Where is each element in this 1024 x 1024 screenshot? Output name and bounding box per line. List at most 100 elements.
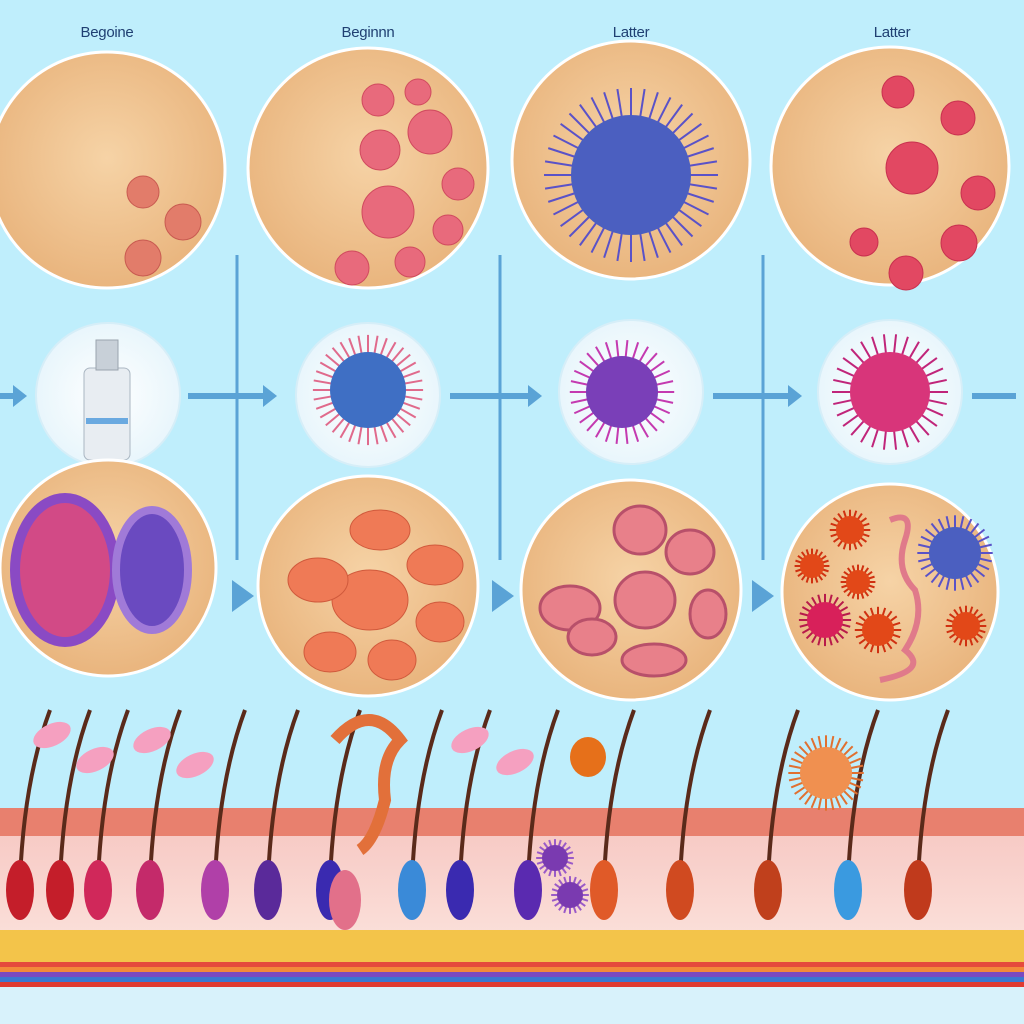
microbe: [854, 606, 902, 654]
arrow-head: [752, 580, 774, 612]
lesion: [885, 141, 939, 195]
lesion: [126, 175, 160, 209]
hair-shaft: [846, 709, 880, 881]
hair-follicle: [84, 709, 130, 920]
skin-patch: [0, 50, 227, 290]
lesion: [888, 255, 924, 291]
hair-shaft: [458, 709, 492, 881]
fat-layer: [0, 930, 1024, 964]
lesion: [359, 129, 401, 171]
lesion: [881, 75, 915, 109]
lesion: [688, 588, 728, 640]
stage-label-3: Latter: [612, 24, 650, 41]
hair-follicle: [201, 709, 247, 920]
microbe-body: [557, 882, 583, 908]
lesion: [394, 246, 426, 278]
hair-shaft: [148, 709, 182, 881]
hair-follicle: [136, 709, 182, 920]
hair-shaft: [526, 709, 560, 881]
lesion: [124, 239, 162, 277]
follicle-bulb: [136, 860, 164, 920]
lesion: [940, 100, 976, 136]
follicle-bulb: [254, 860, 282, 920]
follicle-bulb: [666, 860, 694, 920]
follicle-bulb: [834, 860, 862, 920]
microbe-body: [929, 527, 981, 579]
hair-shaft: [58, 709, 92, 881]
microbe: [829, 509, 871, 551]
microbe-body: [586, 356, 658, 428]
bottom-skin-circle-4: [780, 482, 1000, 702]
worm-parasite: [330, 714, 408, 855]
hair-follicle: [398, 709, 444, 920]
tissue-stripe: [0, 967, 1024, 972]
microbe: [945, 605, 987, 647]
follicle-bulb: [398, 860, 426, 920]
filament: [879, 514, 922, 683]
microbe: [794, 548, 830, 584]
lesion: [164, 203, 202, 241]
follicle-bulb: [754, 860, 782, 920]
microbe: [788, 735, 864, 811]
microbe-blue: [312, 334, 424, 446]
hair-follicle: [446, 709, 492, 920]
microbe: [551, 876, 589, 914]
microbe: [840, 564, 876, 600]
lesion: [664, 528, 716, 576]
arrow-head: [232, 580, 254, 612]
stage-label-1: Begoine: [80, 24, 134, 41]
hair-shaft: [213, 709, 247, 881]
lesion: [406, 544, 464, 586]
follicle-bulb: [6, 860, 34, 920]
top-skin-circle-1: [0, 50, 227, 290]
hair-follicle: [46, 709, 92, 920]
microbe-purple: [569, 339, 675, 445]
lesion: [287, 557, 349, 603]
arrow-head: [492, 580, 514, 612]
spore: [570, 737, 606, 777]
leaf: [76, 746, 114, 774]
lesion: [349, 509, 411, 551]
lesion: [441, 167, 475, 201]
microbe-body: [807, 602, 843, 638]
lesion: [367, 639, 417, 681]
follicle-bulb: [590, 860, 618, 920]
lesion: [361, 185, 415, 239]
lesion: [303, 631, 357, 673]
bottle-cap: [95, 339, 119, 371]
microbe: [917, 515, 993, 591]
leaf: [133, 726, 171, 754]
microbe: [798, 593, 852, 647]
follicle-bulb: [514, 860, 542, 920]
serum-bottle-icon: [83, 339, 131, 461]
hair-follicle: [834, 709, 880, 920]
microbe-body: [836, 516, 864, 544]
lesion: [849, 227, 879, 257]
hair-follicle: [666, 709, 712, 920]
hair-follicle: [904, 709, 950, 920]
hair-shaft: [266, 709, 300, 881]
lesion: [415, 601, 465, 643]
lesion: [334, 250, 370, 286]
lesion: [404, 78, 432, 106]
hair-follicle: [590, 709, 636, 920]
hair-shaft: [602, 709, 636, 881]
microbe-body: [850, 352, 930, 432]
microbe-body: [571, 115, 691, 235]
lesion: [432, 214, 464, 246]
hair-shaft: [766, 709, 800, 881]
hair-shaft: [678, 709, 712, 881]
inflamed-lesion: [112, 506, 192, 634]
microbe-body: [330, 352, 406, 428]
follicle-bulb: [446, 860, 474, 920]
bottle-body: [83, 367, 131, 461]
leaf: [33, 721, 71, 749]
tissue-stripe: [0, 982, 1024, 987]
hair-shaft: [410, 709, 444, 881]
microbe-magenta: [832, 334, 948, 450]
hair-follicle: [754, 709, 800, 920]
follicle-bulb: [201, 860, 229, 920]
arrow-head: [13, 385, 27, 407]
microbe-body: [846, 570, 870, 594]
